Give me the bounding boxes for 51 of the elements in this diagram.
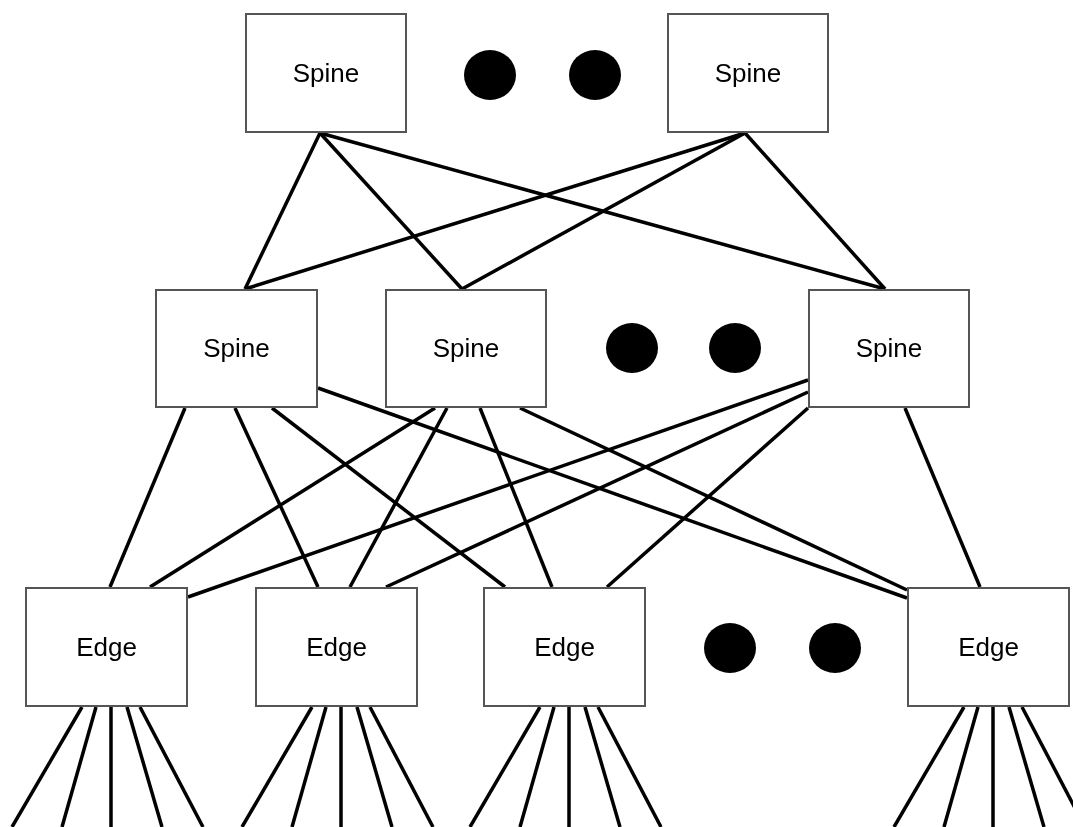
node-label: Spine [855, 332, 923, 365]
connector-line [348, 407, 449, 588]
connector-line [478, 407, 554, 588]
link-line [583, 706, 622, 827]
link-line [1007, 706, 1046, 827]
connector-line [519, 406, 908, 592]
link-line [60, 706, 98, 827]
node-label: Edge [958, 630, 1019, 664]
connector-line [149, 406, 436, 589]
link-line [892, 706, 966, 827]
node-label: Spine [203, 332, 270, 365]
switch-box [907, 587, 1070, 707]
switch-box [245, 13, 407, 133]
link-line [240, 706, 314, 827]
connector-line [187, 378, 809, 599]
switch-box [25, 587, 188, 707]
link-line [290, 706, 328, 827]
connector-line [270, 406, 507, 589]
link-line [138, 706, 205, 827]
connector-line [605, 406, 810, 589]
link-line [468, 706, 542, 827]
connector-line [743, 131, 887, 291]
connector-line [233, 407, 320, 588]
link-line [125, 706, 164, 827]
node-label: Edge [534, 630, 595, 664]
link-line [368, 706, 435, 827]
link-line [942, 706, 980, 827]
node-label: Edge [76, 630, 137, 664]
switch-box [155, 289, 318, 408]
node-label: Edge [306, 630, 367, 664]
connector-line [243, 132, 322, 290]
link-line [355, 706, 394, 827]
switch-box [483, 587, 646, 707]
switch-box [808, 289, 970, 408]
node-label: Spine [292, 56, 360, 90]
link-line [567, 707, 571, 827]
link-line [339, 707, 343, 827]
connector-line [108, 407, 187, 588]
link-line [991, 707, 995, 827]
switch-box [385, 289, 547, 408]
connector-line [317, 386, 908, 600]
link-line [518, 706, 556, 827]
connector-line [903, 407, 982, 588]
switch-box [255, 587, 418, 707]
link-line [109, 707, 113, 827]
link-line [596, 706, 663, 827]
link-line [10, 706, 84, 827]
switch-box [667, 13, 829, 133]
node-label: Spine [714, 56, 782, 90]
node-label: Spine [432, 332, 500, 365]
connector-line [385, 390, 809, 589]
